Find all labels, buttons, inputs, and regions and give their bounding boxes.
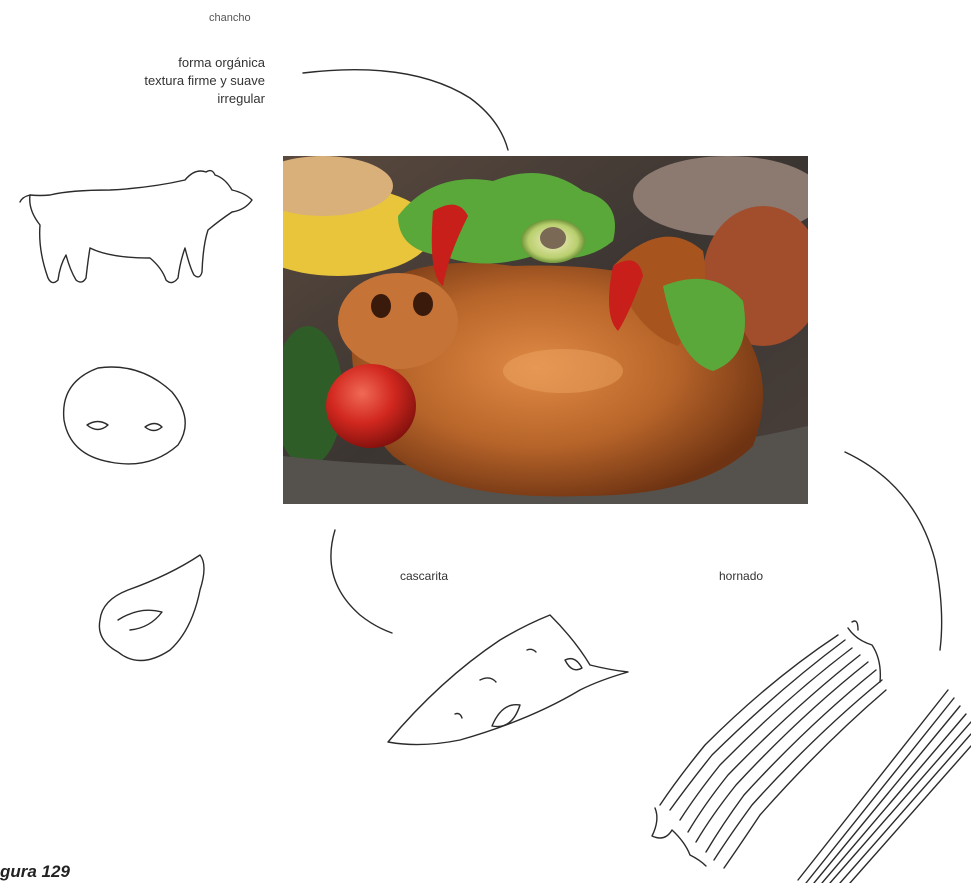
snout-icon — [64, 367, 186, 464]
parallel-lines-icon — [798, 690, 971, 883]
connector-line — [331, 530, 392, 633]
ear-icon — [99, 555, 204, 661]
connector-line — [303, 70, 508, 150]
skin-piece-icon — [388, 615, 628, 745]
connector-line — [845, 452, 942, 650]
pig-outline-icon — [20, 171, 252, 283]
figure-caption: gura 129 — [0, 862, 70, 882]
hornado-slab-icon — [652, 621, 886, 868]
